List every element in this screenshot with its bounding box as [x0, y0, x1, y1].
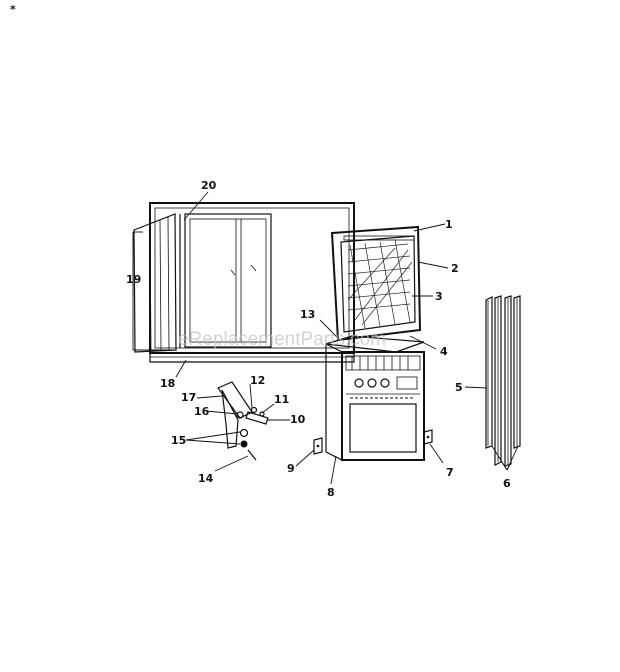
callout-3: 3 — [435, 290, 443, 303]
callout-15: 15 — [171, 434, 186, 447]
bracket-left — [313, 437, 323, 455]
callout-5: 5 — [455, 381, 463, 394]
callout-11: 11 — [274, 393, 289, 406]
leader-lines — [132, 191, 519, 485]
callout-16: 16 — [194, 405, 210, 418]
callout-13: 13 — [300, 308, 315, 321]
callout-1: 1 — [445, 218, 453, 231]
callout-20: 20 — [201, 179, 217, 192]
front-grille-assembly — [330, 225, 422, 342]
callout-17: 17 — [181, 391, 196, 404]
control-knob — [380, 378, 390, 388]
callout-6: 6 — [503, 477, 511, 490]
callout-12: 12 — [250, 374, 265, 387]
callout-19: 19 — [126, 273, 141, 286]
side-panels — [485, 295, 521, 467]
callout-2: 2 — [451, 262, 459, 275]
cabinet-assembly — [325, 335, 425, 461]
bracket-right — [423, 429, 433, 445]
callout-10: 10 — [290, 413, 306, 426]
callout-18: 18 — [160, 377, 175, 390]
callout-4: 4 — [440, 345, 448, 358]
corner-mark: * — [10, 3, 16, 16]
callout-14: 14 — [198, 472, 214, 485]
control-knob — [367, 378, 377, 388]
filter-hatching — [347, 239, 413, 329]
control-knob — [354, 378, 364, 388]
callout-8: 8 — [327, 486, 335, 499]
callout-9: 9 — [287, 462, 295, 475]
callout-7: 7 — [446, 466, 454, 479]
watermark: eReplacementParts.com — [178, 329, 386, 350]
support-bracket-assembly — [217, 381, 269, 461]
